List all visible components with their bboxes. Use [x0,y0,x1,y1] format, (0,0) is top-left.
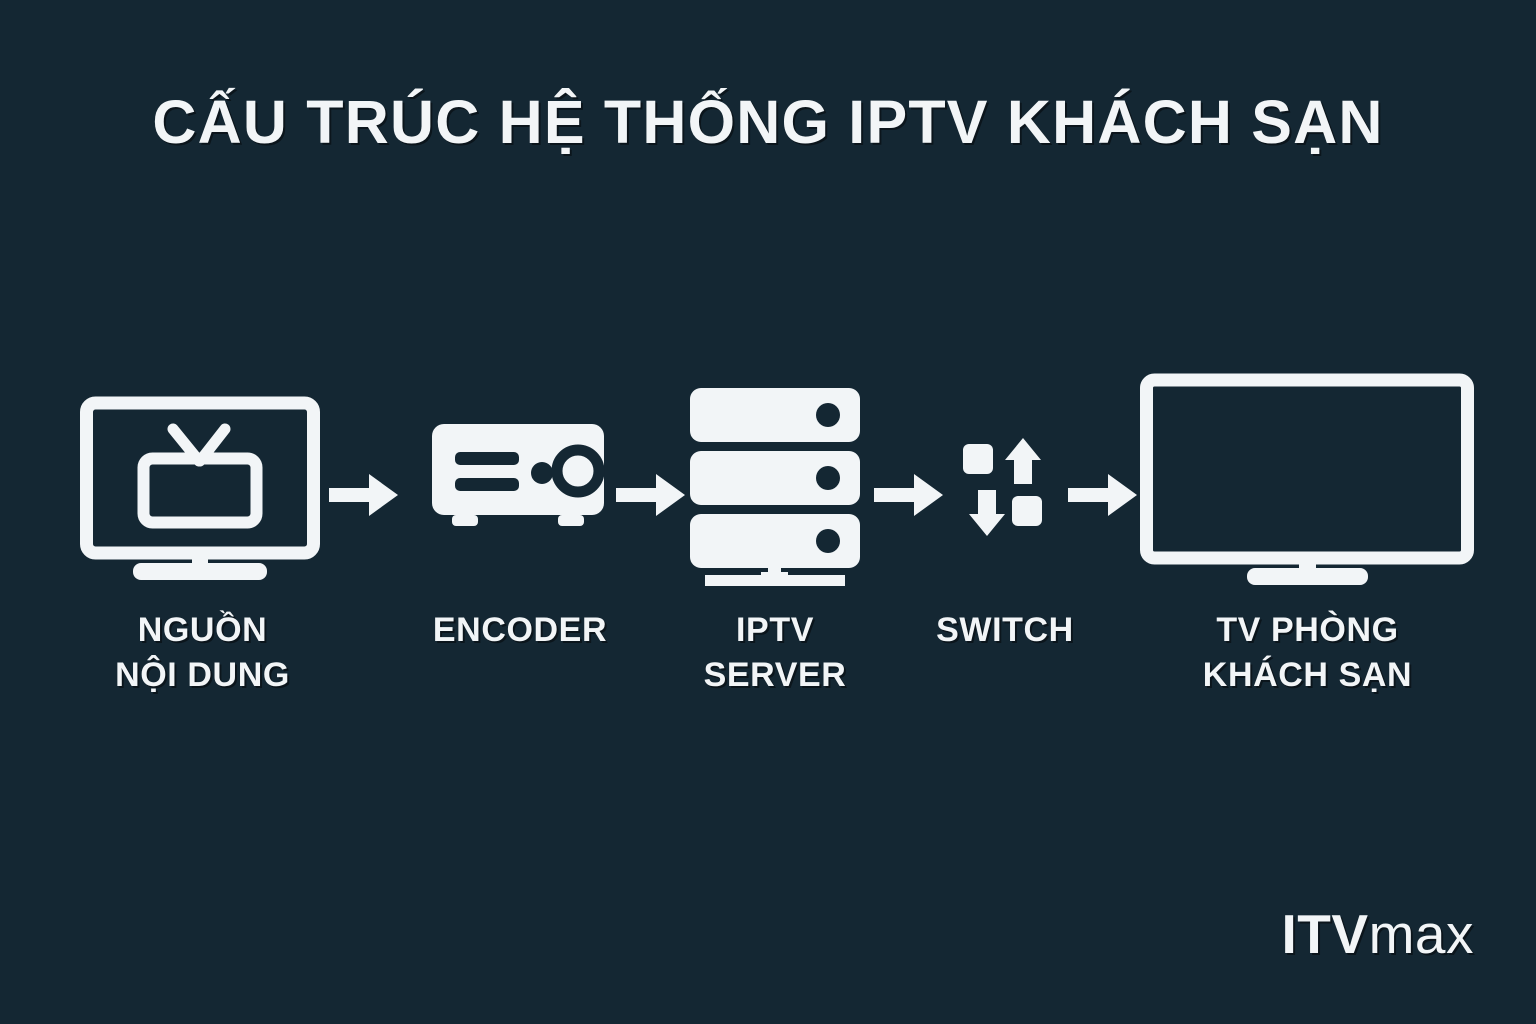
page-title: CẤU TRÚC HỆ THỐNG IPTV KHÁCH SẠN [152,88,1384,156]
node-encoder [432,372,605,602]
label-iptv-server: IPTV SERVER [703,611,847,694]
brand-logo: ITVmax [1282,907,1474,962]
label-encoder: ENCODER [432,611,608,649]
network-switch-arrows-icon [962,438,1048,536]
connector-arrow-3 [874,472,944,518]
flow-labels: NGUỒN NỘI DUNG ENCODER IPTV SERVER SWITC… [0,608,1536,728]
connector-arrow-4 [1068,472,1138,518]
connector-arrow-2 [616,472,686,518]
brand-logo-light: max [1368,903,1474,965]
node-hotel-room-tv [1140,372,1474,602]
label-switch: SWITCH [936,611,1074,649]
brand-logo-bold: ITV [1281,903,1369,965]
label-content-source: NGUỒN NỘI DUNG [115,611,290,694]
server-rack-icon [690,372,860,587]
flat-screen-tv-icon [1140,371,1474,591]
encoder-box-icon [432,424,605,534]
node-iptv-server [690,372,860,602]
connector-arrow-1 [329,472,399,518]
monitor-with-retro-tv-icon [80,372,320,582]
node-content-source [80,372,320,602]
label-hotel-room-tv: TV PHÒNG KHÁCH SẠN [1202,611,1413,694]
node-switch [962,372,1048,602]
flow-row [0,372,1536,602]
